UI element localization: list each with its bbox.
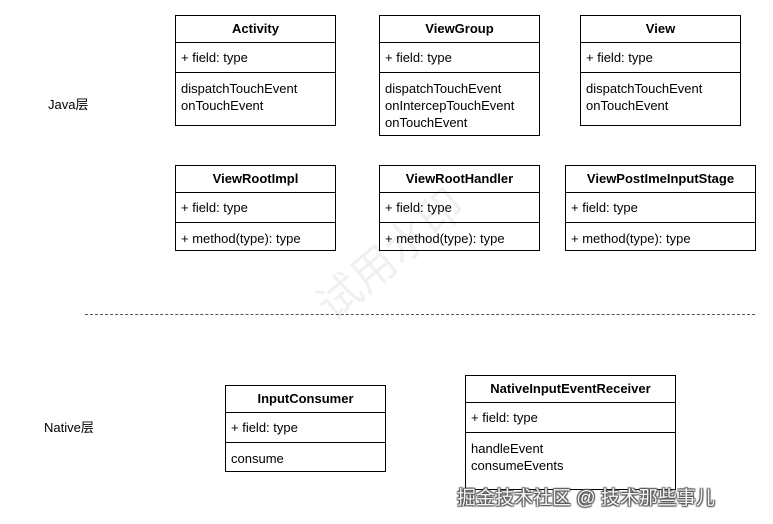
class-method: + method(type): type bbox=[571, 231, 691, 246]
class-name: View bbox=[581, 16, 740, 43]
class-method: handleEvent bbox=[471, 441, 544, 456]
layer-divider bbox=[85, 314, 755, 315]
class-field: + field: type bbox=[385, 200, 452, 215]
class-viewpostimeinputstage[interactable]: ViewPostImeInputStage + field: type + me… bbox=[565, 165, 756, 251]
class-viewgroup[interactable]: ViewGroup + field: type dispatchTouchEve… bbox=[379, 15, 540, 136]
class-method: dispatchTouchEvent bbox=[181, 81, 298, 96]
class-method: + method(type): type bbox=[181, 231, 301, 246]
class-name: ViewPostImeInputStage bbox=[566, 166, 755, 193]
class-field: + field: type bbox=[181, 200, 248, 215]
class-nativeinputeventreceiver[interactable]: NativeInputEventReceiver + field: type h… bbox=[465, 375, 676, 490]
class-method: consumeEvents bbox=[471, 458, 564, 473]
class-method: onIntercepTouchEvent bbox=[385, 98, 515, 113]
class-method: onTouchEvent bbox=[586, 98, 669, 113]
class-activity[interactable]: Activity + field: type dispatchTouchEven… bbox=[175, 15, 336, 126]
class-method: dispatchTouchEvent bbox=[586, 81, 703, 96]
class-method: onTouchEvent bbox=[385, 115, 468, 130]
class-name: ViewRootHandler bbox=[380, 166, 539, 193]
class-field: + field: type bbox=[471, 410, 538, 425]
class-method: consume bbox=[231, 451, 284, 466]
class-viewroothandler[interactable]: ViewRootHandler + field: type + method(t… bbox=[379, 165, 540, 251]
class-field: + field: type bbox=[571, 200, 638, 215]
class-field: + field: type bbox=[181, 50, 248, 65]
class-field: + field: type bbox=[586, 50, 653, 65]
class-inputconsumer[interactable]: InputConsumer + field: type consume bbox=[225, 385, 386, 472]
native-layer-label: Native层 bbox=[44, 420, 94, 435]
watermark-corner: 掘金技术社区 @ 技术那些事儿 bbox=[457, 488, 715, 509]
class-field: + field: type bbox=[385, 50, 452, 65]
class-name: ViewGroup bbox=[380, 16, 539, 43]
class-name: InputConsumer bbox=[226, 386, 385, 413]
class-method: onTouchEvent bbox=[181, 98, 264, 113]
class-method: dispatchTouchEvent bbox=[385, 81, 502, 96]
class-view[interactable]: View + field: type dispatchTouchEvent on… bbox=[580, 15, 741, 126]
class-name: ViewRootImpl bbox=[176, 166, 335, 193]
class-name: NativeInputEventReceiver bbox=[466, 376, 675, 403]
class-field: + field: type bbox=[231, 420, 298, 435]
class-viewrootimpl[interactable]: ViewRootImpl + field: type + method(type… bbox=[175, 165, 336, 251]
java-layer-label: Java层 bbox=[48, 97, 89, 112]
class-method: + method(type): type bbox=[385, 231, 505, 246]
class-name: Activity bbox=[176, 16, 335, 43]
